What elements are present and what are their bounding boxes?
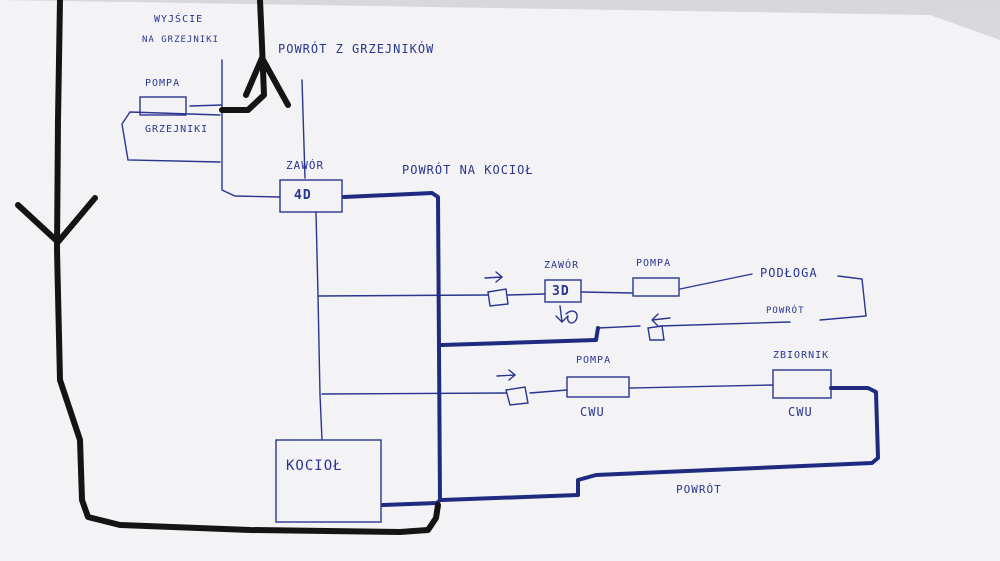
cwu-supply-pipe <box>321 392 507 395</box>
return-to-boiler-label: POWRÓT NA KOCIOŁ <box>402 163 534 177</box>
check-valve-return <box>647 325 665 341</box>
boiler-box <box>275 439 382 523</box>
supply-pipe <box>221 59 281 198</box>
floor-return-to-trunk <box>440 326 600 347</box>
floor-supply-pipe <box>317 294 489 297</box>
bottom-return-label: POWRÓT <box>676 483 722 496</box>
floor-pipe-3 <box>581 291 633 294</box>
floor-supply-pipe-2 <box>507 293 546 296</box>
radiator-pump-box <box>139 96 187 116</box>
floor-return-pipe-2 <box>597 325 641 329</box>
valve-3d-label: 3D <box>552 284 570 299</box>
cwu-tank-box <box>772 369 832 399</box>
radiators-label: GRZEJNIKI <box>145 124 209 135</box>
arrow-up-icon <box>243 55 291 108</box>
cwu-pump-sub: CWU <box>580 405 605 419</box>
thin-pipes <box>121 59 867 523</box>
arrow-left-icon <box>651 313 671 327</box>
radiators-box <box>121 111 221 163</box>
floor-loop <box>819 275 867 321</box>
marker-main-loop <box>54 0 441 535</box>
marker-loop <box>15 0 441 535</box>
thick-pipes <box>342 191 880 507</box>
radiator-supply-label-2: NA GRZEJNIKI <box>142 35 220 45</box>
cwu-pump-title: POMPA <box>576 355 612 366</box>
arrow-right-icon <box>496 369 517 381</box>
tank-title: ZBIORNIK <box>773 350 830 361</box>
radiator-return-label: POWRÓT Z GRZEJNIKÓW <box>278 42 435 56</box>
check-valve-floor <box>487 288 509 307</box>
valve-4d-label: 4D <box>294 188 312 203</box>
valve-3d-title: ZAWÓR <box>544 260 580 271</box>
valve-3d-box <box>544 279 582 303</box>
check-valve-cwu <box>505 386 529 406</box>
arrow-right-icon <box>484 271 504 283</box>
boiler-label: KOCIOŁ <box>286 458 343 474</box>
valve-knob <box>565 310 578 324</box>
cwu-supply-pipe-3 <box>629 384 774 389</box>
pump-link <box>189 104 223 107</box>
marker-top-return <box>219 0 267 113</box>
valve-4d-box <box>279 179 343 213</box>
arrow-down-icon <box>555 305 569 323</box>
tank-sub: CWU <box>788 405 813 419</box>
arrow-down-icon <box>15 195 98 245</box>
radiator-supply-label-1: WYJŚCIE <box>154 14 204 25</box>
floor-label: PODŁOGA <box>760 266 818 280</box>
radiator-return-pipe <box>301 79 306 179</box>
main-trunk-pipe <box>315 211 323 441</box>
floor-pipe-4 <box>679 273 753 290</box>
valve-4d-title: ZAWÓR <box>286 159 325 172</box>
radiator-pump-label: POMPA <box>145 78 181 89</box>
cwu-pump-box <box>566 376 630 398</box>
cwu-return-pipe <box>440 386 880 502</box>
floor-return-label: POWRÓT <box>766 306 805 316</box>
return-to-boiler-pipe <box>342 191 442 507</box>
floor-return-pipe <box>659 321 791 327</box>
floor-pump-label: POMPA <box>636 258 672 269</box>
floor-pump-box <box>632 277 680 297</box>
cwu-supply-pipe-2 <box>529 389 568 394</box>
paper-shadow <box>930 10 1000 40</box>
